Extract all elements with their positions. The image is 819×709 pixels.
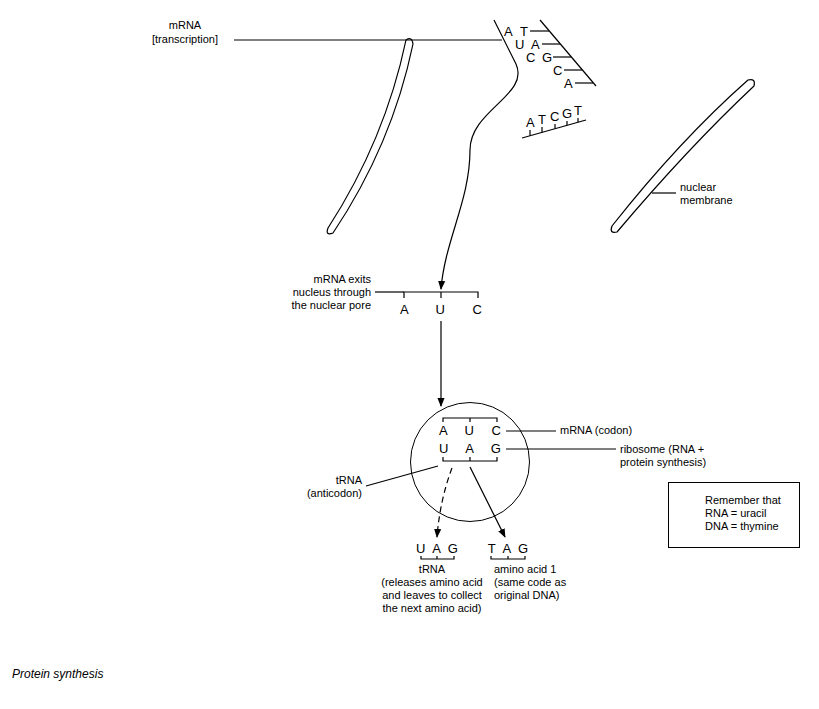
anticodon-letters: U A G: [411, 441, 529, 456]
nuclear-membrane: [327, 39, 413, 234]
base-rung: [542, 43, 560, 44]
base-rung: [564, 69, 582, 70]
base-letter: A: [504, 24, 513, 39]
base-rung: [575, 82, 593, 83]
base-rung: [553, 56, 571, 57]
note-text: (releases amino acid and leaves to colle…: [376, 576, 488, 615]
base-letter: A: [564, 76, 573, 91]
dashed-arrow: [437, 468, 452, 537]
amino-acid-bracket: [491, 556, 525, 559]
part-label: nuclear membrane: [680, 181, 740, 207]
base-rung: [529, 130, 530, 136]
part-label: tRNA: [376, 563, 488, 576]
codon-letters: A U C: [381, 302, 501, 317]
leader-line: [366, 466, 438, 486]
note-text: RNA = uracil: [705, 507, 766, 520]
anticodon-letters: U A G: [402, 541, 472, 556]
base-rung: [566, 121, 567, 125]
base-letter: C: [553, 63, 562, 78]
base-rung: [541, 127, 542, 132]
ribosome-circle: A U C U A G: [410, 402, 530, 522]
leader-line: [506, 448, 616, 449]
codon-letters: A U C: [411, 423, 529, 438]
part-label: mRNA exits nucleus through the nuclear p…: [276, 273, 371, 312]
leader-line: [652, 192, 676, 193]
part-label: ribosome (RNA + protein synthesis): [620, 443, 725, 469]
part-label: mRNA (codon): [560, 424, 632, 437]
nuclear-membrane: [611, 80, 754, 233]
flow-arrow: [470, 467, 505, 537]
base-letter: T: [574, 103, 582, 118]
flow-arrow: [440, 321, 441, 406]
amino-acid-letters: T A G: [473, 541, 543, 556]
base-rung: [554, 124, 555, 129]
note-text: Remember that: [705, 494, 781, 507]
base-letter: G: [562, 106, 572, 121]
leader-line: [234, 39, 502, 40]
leader-line: [506, 430, 556, 431]
mrna-strand-arrow: [441, 20, 518, 289]
note-box: Remember thatRNA = uracilDNA = thymine: [668, 482, 800, 548]
base-letter: A: [526, 115, 535, 130]
note-text: (same code as original DNA): [494, 576, 574, 602]
leader-line: [375, 291, 404, 292]
note-text: DNA = thymine: [705, 520, 779, 533]
part-label: amino acid 1: [494, 563, 574, 576]
base-letter: T: [538, 112, 546, 127]
codon-bracket: [404, 292, 478, 298]
part-label: [transcription]: [140, 33, 230, 46]
base-letter: C: [550, 109, 559, 124]
base-letter: U: [515, 37, 524, 52]
base-rung: [577, 118, 578, 122]
part-label: (anticodon): [290, 487, 362, 500]
caption: Protein synthesis: [12, 667, 103, 681]
base-letter: C: [526, 50, 535, 65]
part-label: mRNA: [140, 19, 230, 32]
base-letter: T: [520, 24, 528, 39]
part-label: tRNA: [290, 474, 362, 487]
codon-bracket: [443, 418, 497, 422]
base-letter: G: [542, 50, 552, 65]
anticodon-bracket: [443, 457, 497, 461]
base-letter: A: [531, 37, 540, 52]
base-rung: [530, 30, 549, 31]
trna-bracket: [421, 556, 454, 559]
